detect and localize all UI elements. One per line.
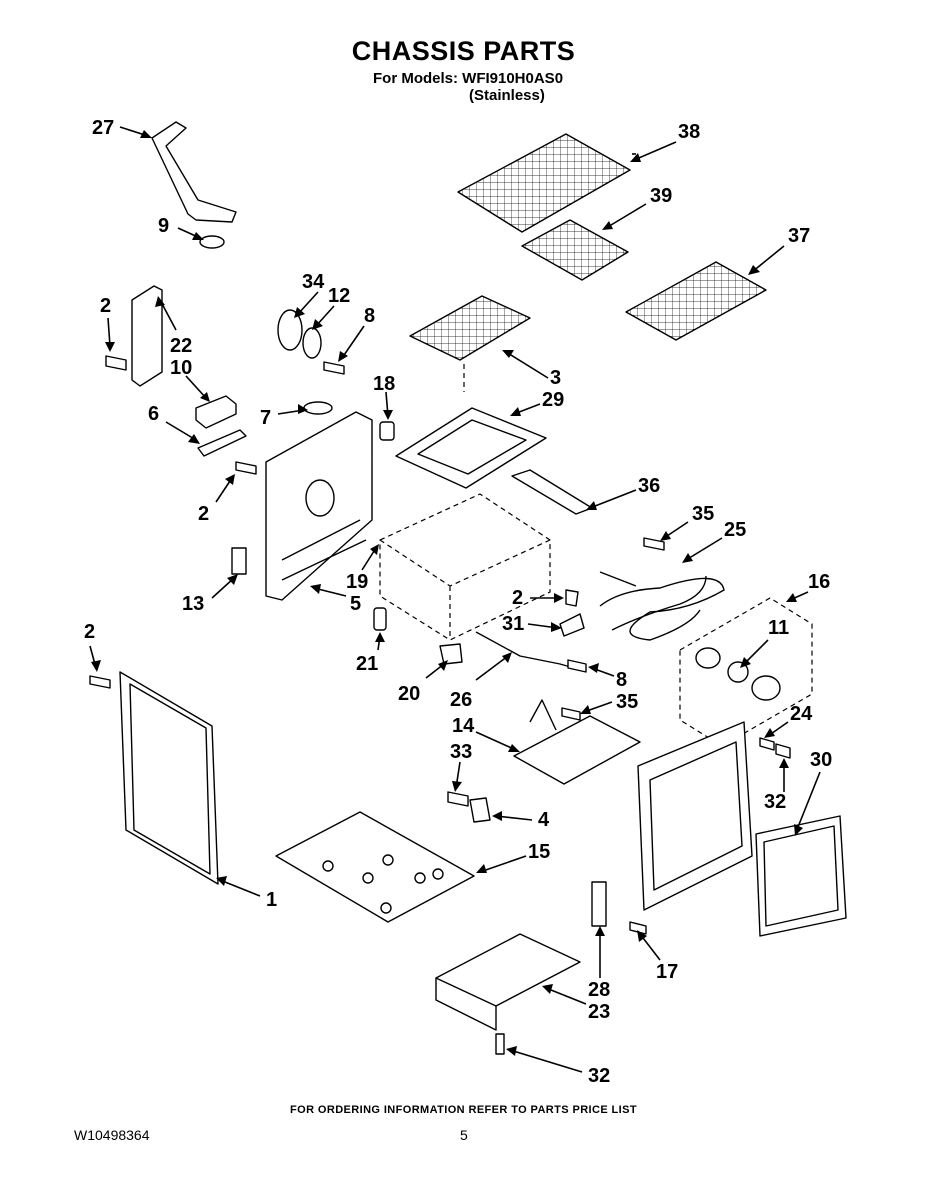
callout-29: 29 — [542, 389, 564, 411]
part-23-drawing — [435, 933, 581, 1007]
part-26-drawing — [475, 631, 575, 669]
callout-4: 4 — [538, 809, 550, 831]
callout-31: 31 — [502, 613, 524, 635]
callout-8-a: 8 — [364, 305, 375, 327]
models-label: For Models: WFI910H0AS0 — [373, 70, 564, 87]
callout-32-a: 32 — [764, 791, 786, 813]
callout-25: 25 — [724, 519, 746, 541]
part-1-drawing — [119, 671, 219, 885]
callout-39: 39 — [650, 185, 672, 207]
callout-19: 19 — [346, 571, 368, 593]
part-25-drawing — [599, 577, 725, 641]
part-7-drawing — [303, 401, 333, 415]
part-27-drawing — [151, 121, 237, 223]
callout-35-a: 35 — [692, 503, 714, 525]
callout-18: 18 — [373, 373, 395, 395]
part-36-drawing — [511, 469, 593, 515]
document-number: W10498364 — [74, 1127, 150, 1143]
part-17-drawing — [629, 921, 647, 935]
part-4-drawing — [469, 797, 491, 823]
callout-14: 14 — [452, 715, 475, 737]
part-8-screw-b — [567, 659, 587, 673]
callout-20: 20 — [398, 683, 420, 705]
part-24-frame-drawing — [637, 721, 753, 911]
callout-2-c: 2 — [512, 587, 523, 609]
part-31-drawing — [559, 613, 585, 637]
callout-2-d: 2 — [84, 621, 95, 643]
part-20-drawing — [439, 643, 463, 665]
part-35-screw-a — [643, 537, 665, 551]
part-10-drawing — [195, 395, 237, 429]
page-title: CHASSIS PARTS — [351, 36, 576, 66]
callout-5: 5 — [350, 593, 361, 615]
callout-12: 12 — [328, 285, 350, 307]
callout-15: 15 — [528, 841, 550, 863]
callout-11: 11 — [768, 617, 789, 639]
part-28-drawing — [591, 881, 607, 927]
part-35-screw-b — [561, 707, 581, 721]
callout-2-b: 2 — [198, 503, 209, 525]
callout-16: 16 — [808, 571, 830, 593]
callout-38: 38 — [678, 121, 700, 143]
callout-35-b: 35 — [616, 691, 638, 713]
part-19-drawing — [379, 493, 551, 641]
callout-1: 1 — [266, 889, 277, 911]
part-6-drawing — [197, 429, 247, 457]
part-2-screw-b — [235, 461, 257, 475]
part-13-drawing — [231, 547, 247, 575]
part-34-drawing — [277, 309, 303, 351]
callout-10: 10 — [170, 357, 192, 379]
part-33-drawing — [447, 791, 469, 807]
callout-3: 3 — [550, 367, 561, 389]
callout-6: 6 — [148, 403, 159, 425]
part-32-screw-a — [495, 1033, 505, 1055]
part-12-drawing — [302, 327, 322, 359]
model-subtitle: For Models: WFI910H0AS0 (Stainless) — [373, 70, 563, 104]
callout-9: 9 — [158, 215, 169, 237]
page-number: 5 — [460, 1127, 468, 1143]
variant-label: (Stainless) — [469, 87, 545, 104]
callout-24: 24 — [790, 703, 813, 725]
part-22-drawing — [131, 285, 163, 387]
part-9-drawing — [199, 235, 225, 249]
part-24-drawing — [759, 737, 775, 751]
part-29-drawing — [395, 407, 547, 489]
callout-36: 36 — [638, 475, 660, 497]
callout-28: 28 — [588, 979, 610, 1001]
callout-23: 23 — [588, 1001, 610, 1023]
callout-7: 7 — [260, 407, 271, 429]
part-15-drawing — [275, 811, 475, 923]
part-16-drawing — [679, 597, 813, 747]
part-21-drawing — [373, 607, 387, 631]
part-2-screw-a — [105, 355, 127, 371]
callout-27: 27 — [92, 117, 114, 139]
part-14-drawing — [513, 715, 641, 785]
ordering-note: FOR ORDERING INFORMATION REFER TO PARTS … — [290, 1104, 637, 1116]
part-30-drawing — [755, 815, 847, 937]
part-5-drawing — [265, 411, 373, 601]
callout-33: 33 — [450, 741, 472, 763]
callout-13: 13 — [182, 593, 204, 615]
callout-26: 26 — [450, 689, 472, 711]
leader-lines — [89, 126, 821, 1073]
callout-34: 34 — [302, 271, 325, 293]
part-32-screw-b — [775, 743, 791, 759]
callout-30: 30 — [810, 749, 832, 771]
callout-37: 37 — [788, 225, 810, 247]
callout-8-b: 8 — [616, 669, 627, 691]
callout-21: 21 — [356, 653, 378, 675]
part-2-screw-d — [89, 675, 111, 689]
part-2-screw-c — [565, 589, 579, 607]
part-18-drawing — [379, 421, 395, 441]
callout-22: 22 — [170, 335, 192, 357]
callout-2-a: 2 — [100, 295, 111, 317]
part-11-bulb — [727, 661, 749, 683]
part-8-screw-a — [323, 361, 345, 375]
callout-17: 17 — [656, 961, 678, 983]
callout-32-b: 32 — [588, 1065, 610, 1087]
callout-numbers: 27 9 2 22 10 6 34 12 8 7 18 2 5 13 19 21… — [84, 117, 832, 1087]
